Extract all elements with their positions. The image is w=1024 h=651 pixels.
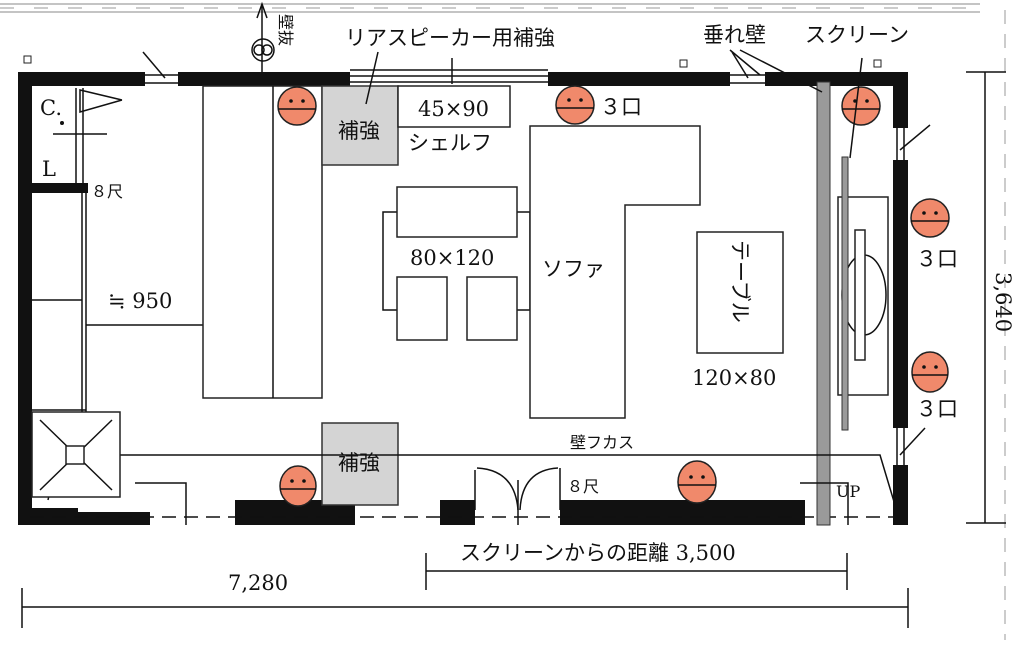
approx-950-label: ≒ 950	[108, 289, 172, 313]
shelf-size-label: 45×90	[418, 97, 489, 121]
outlet-right-label-2: ３口	[916, 397, 958, 421]
dimension-depth: 3,640	[966, 71, 1015, 524]
stair-box	[31, 411, 121, 498]
coffee-table	[696, 231, 784, 354]
speaker-outlet	[279, 465, 317, 507]
doors: ８尺 UP	[135, 467, 860, 525]
up-label: UP	[836, 482, 860, 501]
walls	[18, 72, 908, 525]
speaker-outlet	[911, 351, 949, 393]
screen	[841, 156, 849, 431]
table-size-label: 120×80	[692, 366, 776, 390]
top-ruler	[0, 3, 1006, 640]
outlet-top-label: ３口	[600, 95, 642, 119]
shelf	[397, 85, 511, 128]
ceiling-height-label-1: ８尺	[91, 182, 123, 201]
dimension-screen-distance: スクリーンからの距離 3,500	[425, 541, 848, 590]
rear-speaker-reinforcement-label: リアスピーカー用補強	[345, 26, 555, 50]
closet-l-label: L	[42, 157, 56, 181]
shelf-label: シェルフ	[408, 131, 492, 155]
wall-furring-line	[47, 454, 896, 506]
hanging-wall	[816, 81, 831, 526]
wall-opening-label: 壁抜	[276, 14, 295, 46]
screen-distance-label: スクリーンからの距離 3,500	[460, 541, 736, 565]
reinforcement-top	[321, 85, 399, 166]
dining-table-size-label: 80×120	[410, 246, 494, 270]
furniture-left	[202, 85, 323, 399]
speaker-outlet	[910, 198, 950, 238]
reinforcement-bottom	[321, 422, 399, 506]
width-label: 7,280	[228, 571, 288, 595]
depth-label: 3,640	[991, 272, 1015, 332]
closet: C. L ８尺 ≒ 950	[32, 88, 203, 412]
windows	[23, 51, 931, 518]
screen-label: スクリーン	[805, 23, 909, 47]
speakers	[277, 85, 950, 507]
sofa	[529, 125, 701, 419]
wall-furring-label: 壁フカス	[570, 433, 634, 452]
table-label: テーブル	[728, 240, 752, 323]
speaker-outlet	[841, 86, 881, 126]
dining-set: 80×120	[382, 186, 531, 341]
closet-c-label: C.	[40, 96, 62, 120]
reinforcement-top-label: 補強	[338, 119, 380, 143]
ceiling-height-label-2: ８尺	[567, 477, 599, 496]
sofa-label: ソファ	[542, 257, 605, 281]
outlet-right-label-1: ３口	[916, 247, 958, 271]
wall-opening-marker: 壁抜	[251, 1, 295, 72]
speaker-outlet	[277, 86, 317, 126]
speaker-outlet	[677, 460, 717, 504]
speaker-outlet	[555, 85, 595, 125]
hanging-wall-label: 垂れ壁	[703, 23, 766, 47]
dimension-width: 7,280	[21, 571, 909, 628]
